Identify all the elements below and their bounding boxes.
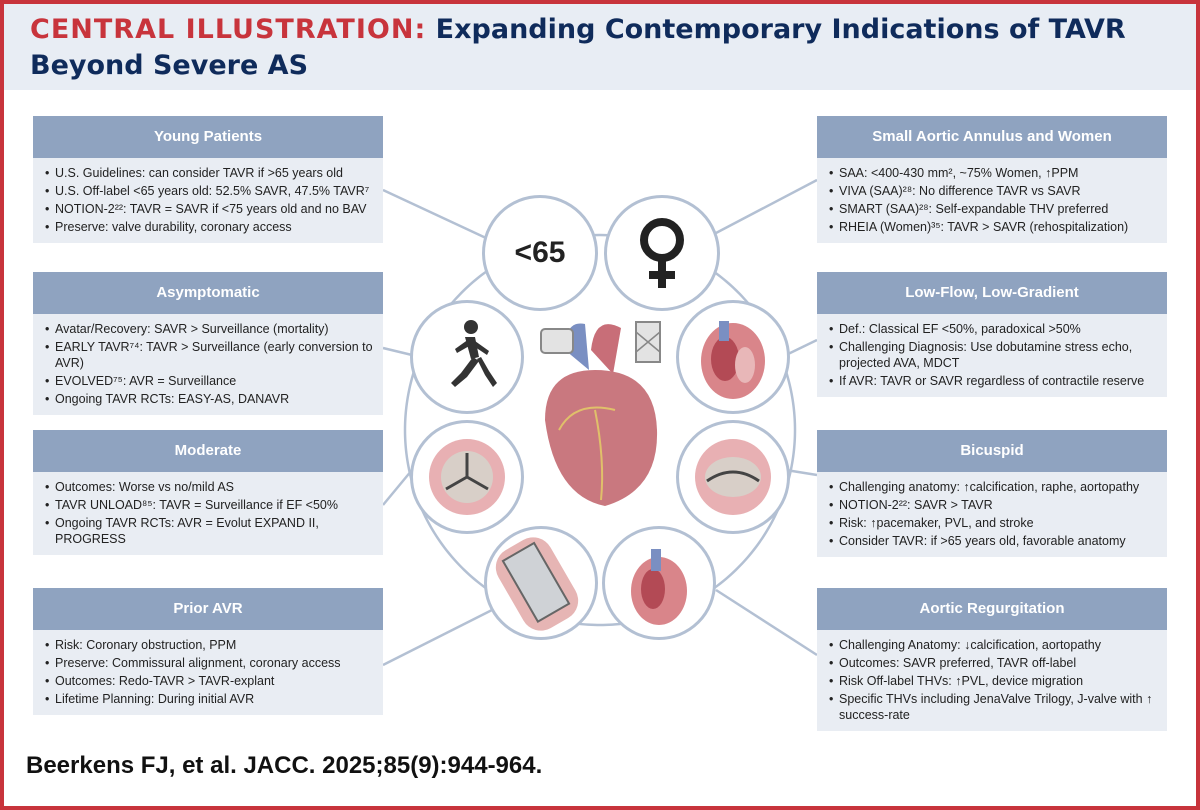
citation: Beerkens FJ, et al. JACC. 2025;85(9):944… (26, 752, 543, 779)
panel-aortic-regurgitation: Aortic Regurgitation Challenging Anatomy… (817, 588, 1167, 731)
panel-small-annulus-women: Small Aortic Annulus and Women SAA: <400… (817, 116, 1167, 243)
heart-regurgitation-icon (631, 549, 687, 625)
runner-circle (410, 300, 524, 414)
list-item: Preserve: valve durability, coronary acc… (45, 219, 373, 235)
panel-moderate: Moderate Outcomes: Worse vs no/mild AS T… (33, 430, 383, 555)
runner-icon (451, 320, 497, 387)
heart-cross-section-circle (676, 300, 790, 414)
valve-bicuspid-circle (676, 420, 790, 534)
tricuspid-valve-icon (429, 439, 505, 515)
list-item: VIVA (SAA)²⁸: No difference TAVR vs SAVR (829, 183, 1157, 199)
list-item: Preserve: Commissural alignment, coronar… (45, 655, 373, 671)
panel-bicuspid: Bicuspid Challenging anatomy: ↑calcifica… (817, 430, 1167, 557)
list-item: U.S. Guidelines: can consider TAVR if >6… (45, 165, 373, 181)
panel-title: Aortic Regurgitation (817, 588, 1167, 630)
panel-title: Prior AVR (33, 588, 383, 630)
list-item: Risk Off-label THVs: ↑PVL, device migrat… (829, 673, 1157, 689)
list-item: If AVR: TAVR or SAVR regardless of contr… (829, 373, 1157, 389)
panel-title: Low-Flow, Low-Gradient (817, 272, 1167, 314)
panel-title: Small Aortic Annulus and Women (817, 116, 1167, 158)
list-item: U.S. Off-label <65 years old: 52.5% SAVR… (45, 183, 373, 199)
panel-low-flow-low-gradient: Low-Flow, Low-Gradient Def.: Classical E… (817, 272, 1167, 397)
valve-icon-left (540, 328, 574, 354)
title-label: CENTRAL ILLUSTRATION: (30, 14, 427, 45)
panel-title: Moderate (33, 430, 383, 472)
female-symbol-circle (604, 195, 720, 311)
list-item: RHEIA (Women)³⁵: TAVR > SAVR (rehospital… (829, 219, 1157, 235)
list-item: Avatar/Recovery: SAVR > Surveillance (mo… (45, 321, 373, 337)
title-line2: Beyond Severe AS (30, 50, 309, 81)
page-title: CENTRAL ILLUSTRATION: Expanding Contempo… (30, 12, 1170, 84)
list-item: NOTION-2²²: SAVR > TAVR (829, 497, 1157, 513)
list-item: Ongoing TAVR RCTs: EASY-AS, DANAVR (45, 391, 373, 407)
panel-young-patients: Young Patients U.S. Guidelines: can cons… (33, 116, 383, 243)
list-item: TAVR UNLOAD⁸⁵: TAVR = Surveillance if EF… (45, 497, 373, 513)
valve-tricuspid-circle (410, 420, 524, 534)
list-item: SAA: <400-430 mm², ~75% Women, ↑PPM (829, 165, 1157, 181)
list-item: Challenging anatomy: ↑calcification, rap… (829, 479, 1157, 495)
list-item: EVOLVED⁷⁵: AVR = Surveillance (45, 373, 373, 389)
list-item: Ongoing TAVR RCTs: AVR = Evolut EXPAND I… (45, 515, 373, 547)
female-symbol-icon (640, 218, 684, 288)
list-item: Outcomes: Worse vs no/mild AS (45, 479, 373, 495)
list-item: Outcomes: Redo-TAVR > TAVR-explant (45, 673, 373, 689)
panel-title: Young Patients (33, 116, 383, 158)
heart-regurgitation-circle (602, 526, 716, 640)
bicuspid-valve-icon (695, 439, 771, 515)
age-circle: <65 (482, 195, 598, 311)
list-item: Challenging Diagnosis: Use dobutamine st… (829, 339, 1157, 371)
list-item: Risk: ↑pacemaker, PVL, and stroke (829, 515, 1157, 531)
header: CENTRAL ILLUSTRATION: Expanding Contempo… (4, 4, 1196, 90)
age-label: <65 (514, 236, 566, 269)
valve-icon-right (635, 321, 661, 363)
list-item: Lifetime Planning: During initial AVR (45, 691, 373, 707)
list-item: Def.: Classical EF <50%, paradoxical >50… (829, 321, 1157, 337)
list-item: Challenging Anatomy: ↓calcification, aor… (829, 637, 1157, 653)
list-item: NOTION-2²²: TAVR = SAVR if <75 years old… (45, 201, 373, 217)
list-item: Risk: Coronary obstruction, PPM (45, 637, 373, 653)
list-item: Consider TAVR: if >65 years old, favorab… (829, 533, 1157, 549)
list-item: EARLY TAVR⁷⁴: TAVR > Surveillance (early… (45, 339, 373, 371)
list-item: Specific THVs including JenaValve Trilog… (829, 691, 1157, 723)
panel-asymptomatic: Asymptomatic Avatar/Recovery: SAVR > Sur… (33, 272, 383, 415)
panel-title: Bicuspid (817, 430, 1167, 472)
heart-cross-section-icon (701, 321, 765, 399)
title-line1: Expanding Contemporary Indications of TA… (435, 14, 1126, 45)
panel-prior-avr: Prior AVR Risk: Coronary obstruction, PP… (33, 588, 383, 715)
list-item: SMART (SAA)²⁸: Self-expandable THV prefe… (829, 201, 1157, 217)
list-item: Outcomes: SAVR preferred, TAVR off-label (829, 655, 1157, 671)
valve-in-valve-circle (484, 526, 598, 640)
panel-title: Asymptomatic (33, 272, 383, 314)
stent-valve-icon (495, 537, 579, 631)
